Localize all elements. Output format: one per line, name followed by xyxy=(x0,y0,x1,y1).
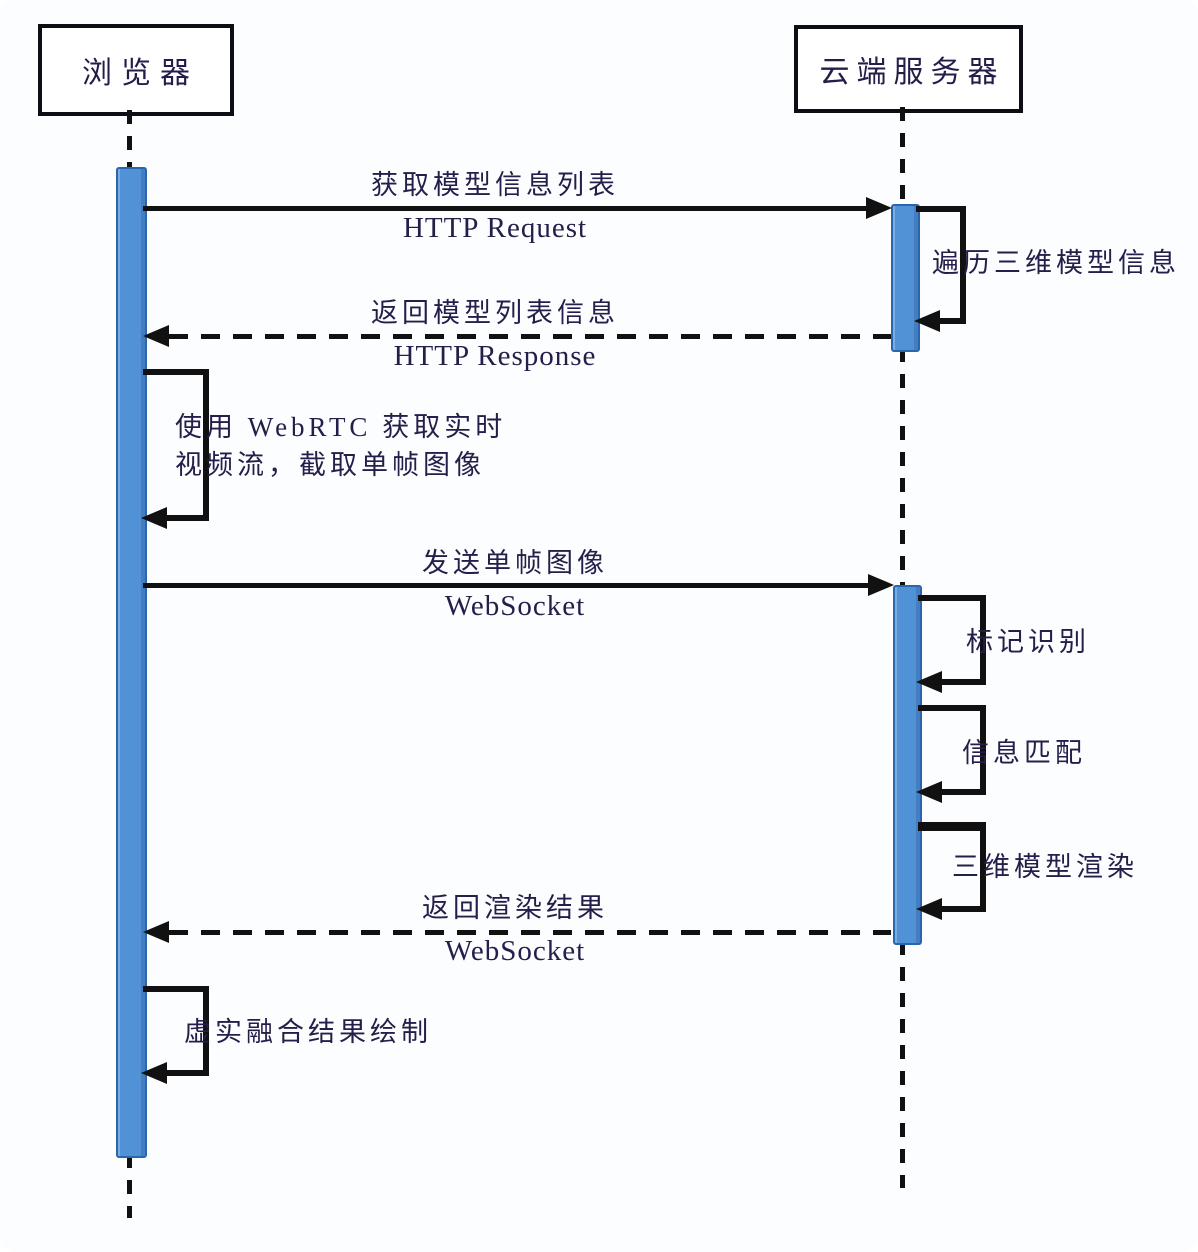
arrowhead-right-icon xyxy=(868,574,894,596)
self-message-label-marker: 标记识别 xyxy=(966,627,1090,657)
arrowhead-right-icon xyxy=(866,197,892,219)
lifeline-browser-top xyxy=(127,110,132,168)
activation-bar-browser xyxy=(116,167,147,1158)
activation-bar-server-2 xyxy=(893,585,922,945)
lifeline-server-bottom xyxy=(900,941,905,1188)
self-message-label-webrtc-line1: 使用 WebRTC 获取实时 xyxy=(175,412,507,442)
loop-top-line xyxy=(918,822,986,831)
message-line-get-model-list xyxy=(143,206,869,211)
loop-top-line xyxy=(143,369,209,375)
loop-bottom-line xyxy=(942,679,986,685)
lifeline-server-top xyxy=(900,107,905,205)
message-line-return-model-list xyxy=(169,334,891,339)
loop-bottom-line xyxy=(942,789,986,795)
actor-label-browser: 浏览器 xyxy=(82,57,199,90)
self-message-label-render: 三维模型渲染 xyxy=(952,852,1138,882)
self-message-webrtc-capture xyxy=(141,369,209,529)
self-message-label-webrtc-line2: 视频流，截取单帧图像 xyxy=(175,450,485,480)
activation-bar-server-1 xyxy=(891,204,920,352)
self-message-label-draw: 虚实融合结果绘制 xyxy=(184,1017,432,1047)
message-label-websocket-return: WebSocket xyxy=(444,935,586,967)
loop-bottom-line xyxy=(942,906,986,912)
self-message-label-match: 信息匹配 xyxy=(962,738,1086,768)
message-label-http-response: HTTP Response xyxy=(393,340,597,372)
lifeline-server-middle xyxy=(900,348,905,585)
message-line-return-render-result xyxy=(169,930,891,935)
message-label-http-request: HTTP Request xyxy=(402,212,588,244)
loop-right-line xyxy=(980,705,986,795)
loop-bottom-line xyxy=(167,515,209,521)
loop-top-line xyxy=(918,595,986,601)
loop-top-line xyxy=(918,705,986,711)
actor-label-server: 云端服务器 xyxy=(819,56,1005,89)
loop-right-line xyxy=(960,206,966,324)
loop-bottom-line xyxy=(167,1070,209,1076)
self-message-label-iterate-models: 遍历三维模型信息 xyxy=(932,248,1180,278)
loop-right-line xyxy=(203,986,209,1076)
message-label-websocket-send: WebSocket xyxy=(444,590,586,622)
loop-right-line xyxy=(203,369,209,521)
actor-box-server: 云端服务器 xyxy=(794,25,1023,113)
actor-box-browser: 浏览器 xyxy=(38,24,234,116)
loop-right-line xyxy=(980,595,986,685)
loop-top-line xyxy=(143,986,209,992)
message-line-send-frame xyxy=(143,583,869,588)
lifeline-browser-bottom xyxy=(127,1154,132,1218)
loop-top-line xyxy=(916,206,966,212)
loop-right-line xyxy=(980,822,986,912)
message-label-return-model-list: 返回模型列表信息 xyxy=(371,298,619,328)
message-label-send-frame: 发送单帧图像 xyxy=(422,548,608,578)
loop-bottom-line xyxy=(940,318,966,324)
message-label-return-render-result: 返回渲染结果 xyxy=(422,893,608,923)
message-label-get-model-list: 获取模型信息列表 xyxy=(371,170,619,200)
